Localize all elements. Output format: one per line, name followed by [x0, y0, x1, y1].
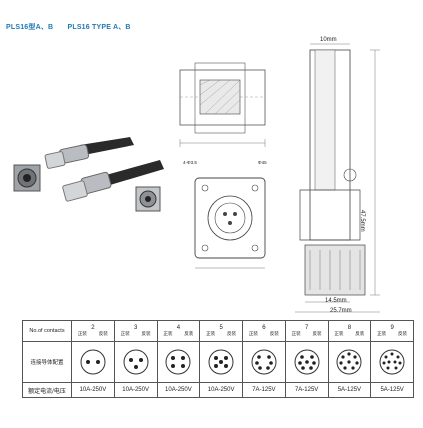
rating-cell: 7A-125V — [284, 382, 329, 398]
row-label-pins: 连接导体配置 — [22, 341, 72, 383]
pin-layout-4 — [156, 341, 201, 383]
front-view-drawing — [194, 177, 266, 269]
side-top-dim: 10mm — [320, 37, 337, 43]
pin-layout-3 — [113, 341, 158, 383]
pin-layout-9 — [370, 341, 414, 383]
pin-layout-6 — [242, 341, 286, 383]
pin-layout-row: 连接导体配置 — [22, 341, 414, 383]
rating-cell: 5A-125V — [327, 382, 372, 398]
side-bottom2-dim: 25.7mm — [330, 308, 352, 314]
title-cn: PLS16型A、B — [6, 24, 54, 31]
pin-layout-8 — [327, 341, 372, 383]
connector-photo — [13, 137, 164, 212]
row-label-contacts: No.of contacts — [22, 320, 72, 342]
pin-layout-7 — [284, 341, 329, 383]
rating-cell: 10A-250V — [113, 382, 158, 398]
product-title: PLS16型A、B PLS16 TYPE A、B — [6, 22, 143, 32]
title-en: PLS16 TYPE A、B — [67, 24, 131, 31]
rating-cell: 10A-250V — [71, 382, 115, 398]
pin-layout-5 — [199, 341, 243, 383]
section-drawing — [179, 62, 266, 147]
rating-cell: 10A-250V — [199, 382, 243, 398]
rating-row: 额定电流/电压 10A-250V 10A-250V 10A-250V 10A-2… — [22, 382, 414, 398]
front-thread-label: Φ45 — [258, 160, 267, 165]
front-hole-label: 4-Φ3.5 — [183, 160, 197, 165]
rating-cell: 7A-125V — [242, 382, 286, 398]
pin-layout-2 — [71, 341, 115, 383]
side-view-drawing — [295, 43, 380, 313]
rating-cell: 5A-125V — [370, 382, 414, 398]
row-label-rating: 额定电流/电压 — [22, 382, 72, 398]
rating-cell: 10A-250V — [156, 382, 201, 398]
side-height-dim: 47.5mm — [359, 210, 365, 232]
side-bottom1-dim: 14.5mm — [325, 298, 347, 304]
